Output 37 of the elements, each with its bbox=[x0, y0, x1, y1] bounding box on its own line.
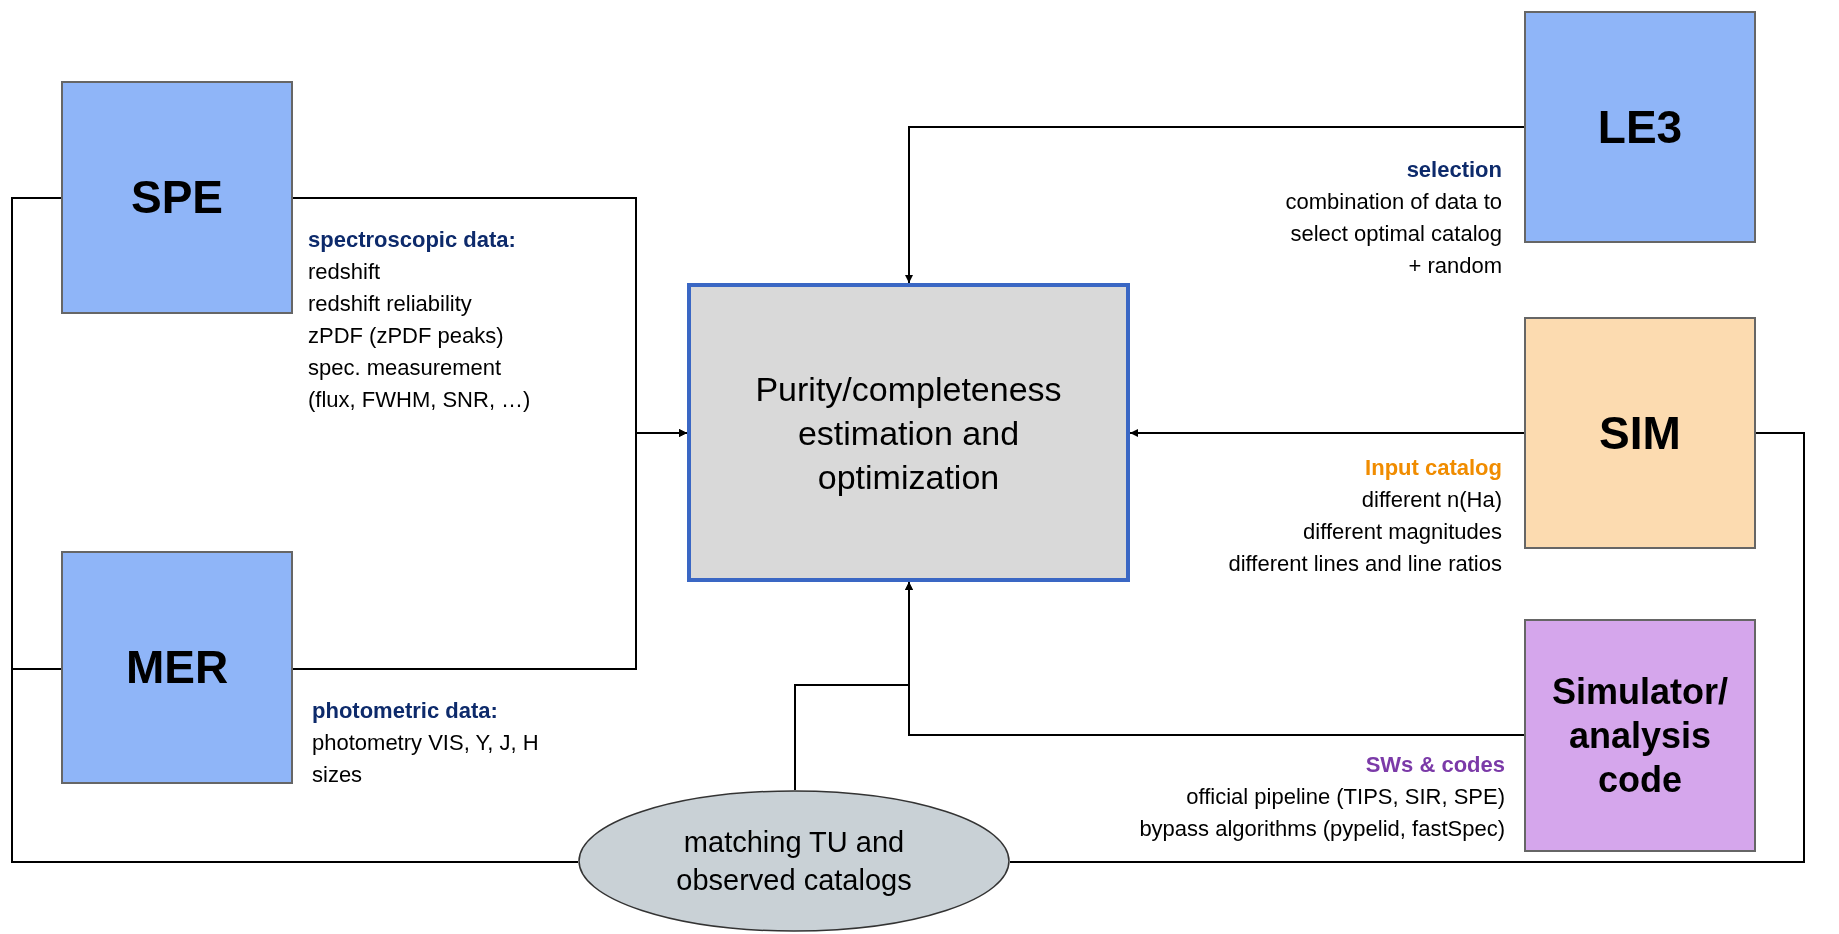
data-item: combination of data to select optimal catalog + random bbox=[1284, 188, 1502, 280]
connector-line bbox=[1009, 432, 1805, 863]
process-box bbox=[687, 283, 1130, 582]
connector-line bbox=[1129, 429, 1525, 437]
process-box bbox=[1524, 11, 1756, 243]
data-item: different lines and line ratios bbox=[1227, 550, 1502, 578]
node-label: MER bbox=[125, 640, 229, 695]
data-item: (flux, FWHM, SNR, …) bbox=[308, 386, 532, 414]
section-heading: Input catalog bbox=[1364, 454, 1502, 482]
node-label: SPE bbox=[130, 170, 223, 225]
data-item: different n(Ha) bbox=[1360, 486, 1502, 514]
data-item: redshift reliability bbox=[308, 290, 473, 318]
section-heading: selection bbox=[1405, 156, 1502, 184]
data-item: different magnitudes bbox=[1302, 518, 1502, 546]
process-box bbox=[61, 81, 293, 314]
data-item: zPDF (zPDF peaks) bbox=[308, 322, 505, 350]
data-item: spec. measurement bbox=[308, 354, 503, 382]
section-heading: photometric data: bbox=[312, 697, 499, 725]
node-label: SIM bbox=[1599, 405, 1681, 461]
node-label: LE3 bbox=[1597, 99, 1683, 155]
process-box bbox=[1524, 619, 1756, 852]
node-label: matching TU and observed catalogs bbox=[675, 825, 913, 898]
data-item: redshift bbox=[308, 258, 382, 286]
connector-line bbox=[905, 126, 1525, 284]
process-box bbox=[61, 551, 293, 784]
ellipse-node bbox=[578, 790, 1010, 932]
connector-line bbox=[794, 581, 913, 791]
section-heading: SWs & codes bbox=[1364, 751, 1505, 779]
node-label: Purity/completeness estimation and optimization bbox=[754, 368, 1063, 498]
data-item: sizes bbox=[312, 761, 364, 789]
section-heading: spectroscopic data: bbox=[308, 226, 517, 254]
data-item: bypass algorithms (pypelid, fastSpec) bbox=[1138, 815, 1505, 843]
connector-line bbox=[292, 429, 688, 670]
node-label: Simulator/ analysis code bbox=[1551, 669, 1729, 802]
data-item: photometry VIS, Y, J, H bbox=[312, 729, 540, 757]
process-box bbox=[1524, 317, 1756, 549]
data-item: official pipeline (TIPS, SIR, SPE) bbox=[1185, 783, 1505, 811]
